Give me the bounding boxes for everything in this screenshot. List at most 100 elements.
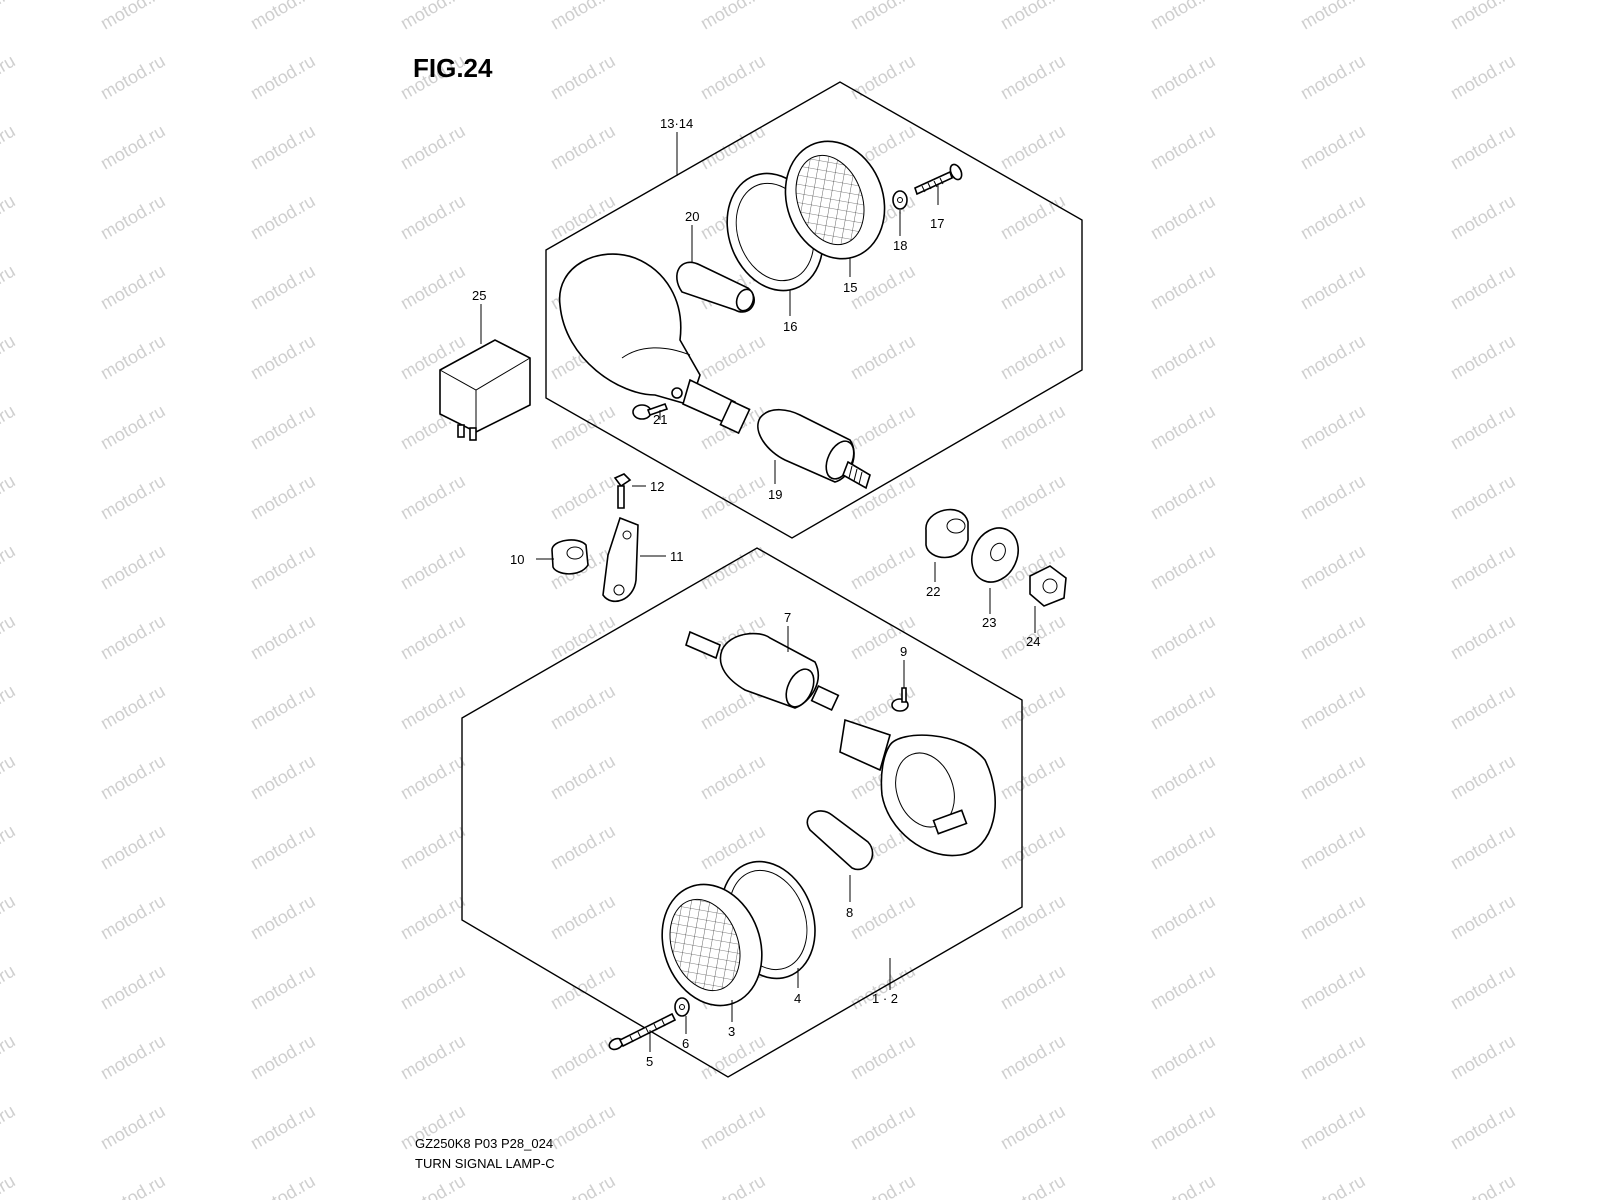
watermark-text: motod.ru xyxy=(247,401,319,454)
watermark-text: motod.ru xyxy=(247,681,319,734)
watermark-text: motod.ru xyxy=(397,961,469,1014)
watermark-text: motod.ru xyxy=(1297,611,1369,664)
watermark-text: motod.ru xyxy=(547,191,619,244)
watermark-text: motod.ru xyxy=(397,681,469,734)
watermark-text: motod.ru xyxy=(247,471,319,524)
watermark-text: motod.ru xyxy=(847,541,919,594)
watermark-text: motod.ru xyxy=(247,331,319,384)
watermark-text: motod.ru xyxy=(1147,681,1219,734)
watermark-text: motod.ru xyxy=(247,961,319,1014)
watermark-text: motod.ru xyxy=(97,961,169,1014)
callout-7: 7 xyxy=(784,610,791,625)
watermark-text: motod.ru xyxy=(997,961,1069,1014)
watermark-text: motod.ru xyxy=(247,1101,319,1154)
watermark-text: motod.ru xyxy=(1297,891,1369,944)
watermark-text: motod.ru xyxy=(247,751,319,804)
callout-17: 17 xyxy=(930,216,944,231)
callout-25: 25 xyxy=(472,288,486,303)
watermark-text: motod.ru xyxy=(247,611,319,664)
watermark-text: motod.ru xyxy=(847,261,919,314)
watermark-text: motod.ru xyxy=(1297,401,1369,454)
watermark-text: motod.ru xyxy=(0,681,19,734)
watermark-text: motod.ru xyxy=(1447,471,1519,524)
watermark-text: motod.ru xyxy=(247,821,319,874)
callout-11: 11 xyxy=(670,549,684,564)
washer-23 xyxy=(971,527,1019,583)
watermark-text: motod.ru xyxy=(397,0,469,33)
watermark-text: motod.ru xyxy=(697,751,769,804)
callout-1-2: 1 · 2 xyxy=(872,991,898,1006)
watermark-text: motod.ru xyxy=(1447,891,1519,944)
watermark-text: motod.ru xyxy=(97,51,169,104)
callout-10: 10 xyxy=(510,552,524,567)
watermark-text: motod.ru xyxy=(1297,541,1369,594)
watermark-text: motod.ru xyxy=(397,611,469,664)
callout-labels: 13·14 20 17 18 15 16 25 21 19 12 11 10 2… xyxy=(472,116,1040,1069)
watermark-text: motod.ru xyxy=(847,331,919,384)
watermark-text: motod.ru xyxy=(1447,681,1519,734)
nut-24 xyxy=(1029,565,1067,607)
watermark-text: motod.ru xyxy=(0,821,19,874)
callout-4: 4 xyxy=(794,991,801,1006)
watermark-text: motod.ru xyxy=(1147,51,1219,104)
watermark-text: motod.ru xyxy=(1147,1101,1219,1154)
callout-19: 19 xyxy=(768,487,782,502)
lower-assembly-outline xyxy=(461,547,1023,1078)
watermark-text: motod.ru xyxy=(1147,0,1219,33)
upper-turn-signal-lamp xyxy=(558,140,963,490)
watermark-text: motod.ru xyxy=(247,121,319,174)
watermark-text: motod.ru xyxy=(997,751,1069,804)
watermark-text: motod.ru xyxy=(1147,471,1219,524)
watermark-text: motod.ru xyxy=(997,331,1069,384)
watermark-text: motod.ru xyxy=(847,611,919,664)
watermark-text: motod.ru xyxy=(97,681,169,734)
watermark-text: motod.ru xyxy=(1147,1171,1219,1200)
watermark-text: motod.ru xyxy=(1447,611,1519,664)
watermark-text: motod.ru xyxy=(997,1171,1069,1200)
watermark-text: motod.ru xyxy=(97,401,169,454)
watermark-text: motod.ru xyxy=(247,0,319,33)
callout-22: 22 xyxy=(926,584,940,599)
bracket-11 xyxy=(602,516,639,603)
watermark-text: motod.ru xyxy=(1147,891,1219,944)
watermark-text: motod.ru xyxy=(847,0,919,33)
watermark-text: motod.ru xyxy=(1147,261,1219,314)
watermark-text: motod.ru xyxy=(1447,1171,1519,1200)
callout-16: 16 xyxy=(783,319,797,334)
watermark-text: motod.ru xyxy=(1147,611,1219,664)
watermark-text: motod.ru xyxy=(1447,541,1519,594)
callout-8: 8 xyxy=(846,905,853,920)
watermark-text: motod.ru xyxy=(547,891,619,944)
watermark-text: motod.ru xyxy=(847,1171,919,1200)
watermark-text: motod.ru xyxy=(1147,401,1219,454)
watermark-text: motod.ru xyxy=(1297,51,1369,104)
watermark-text: motod.ru xyxy=(1147,961,1219,1014)
watermark-text: motod.ru xyxy=(1147,1031,1219,1084)
watermark-text: motod.ru xyxy=(397,751,469,804)
watermark-text: motod.ru xyxy=(1297,191,1369,244)
watermark-text: motod.ru xyxy=(97,1031,169,1084)
callout-5: 5 xyxy=(646,1054,653,1069)
watermark-text: motod.ru xyxy=(997,51,1069,104)
watermark-text: motod.ru xyxy=(697,1101,769,1154)
watermark-text: motod.ru xyxy=(547,471,619,524)
cushion-22 xyxy=(925,508,969,559)
watermark-text: motod.ru xyxy=(97,0,169,33)
watermark-text: motod.ru xyxy=(1297,331,1369,384)
watermark-text: motod.ru xyxy=(0,51,19,104)
watermark-text: motod.ru xyxy=(1147,121,1219,174)
watermark-text: motod.ru xyxy=(1147,541,1219,594)
watermark-text: motod.ru xyxy=(247,51,319,104)
watermark-text: motod.ru xyxy=(1297,1171,1369,1200)
watermark-text: motod.ru xyxy=(397,1171,469,1200)
watermark-text: motod.ru xyxy=(547,0,619,33)
watermark-text: motod.ru xyxy=(1297,681,1369,734)
watermark-text: motod.ru xyxy=(547,121,619,174)
watermark-text: motod.ru xyxy=(97,541,169,594)
watermark-text: motod.ru xyxy=(97,471,169,524)
watermark-text: motod.ru xyxy=(1447,961,1519,1014)
bolt-12 xyxy=(613,473,632,509)
watermark-text: motod.ru xyxy=(547,681,619,734)
watermark-text: motod.ru xyxy=(1447,751,1519,804)
